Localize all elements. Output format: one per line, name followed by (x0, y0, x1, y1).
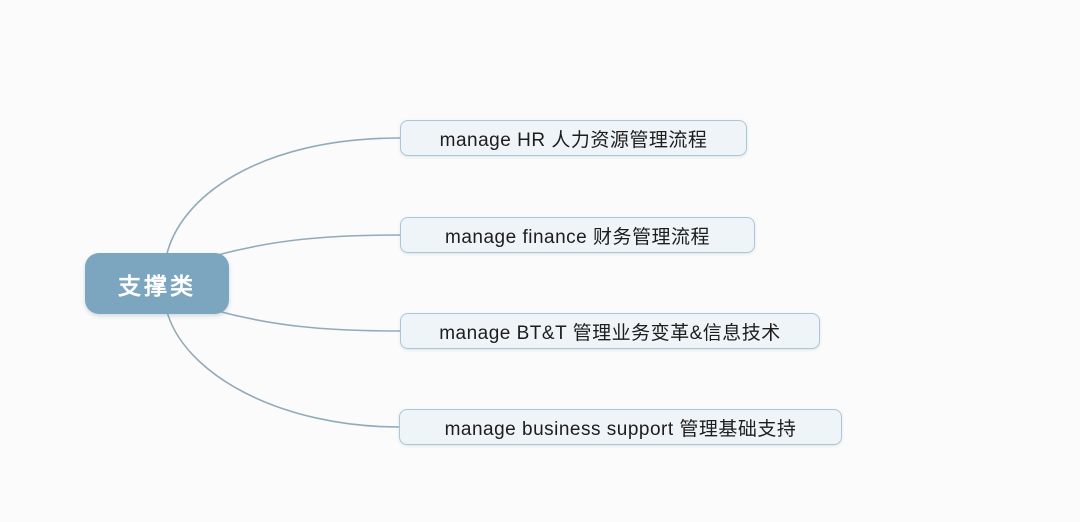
root-topic[interactable]: 支撑类 (85, 253, 229, 314)
topic-manage-btt[interactable]: manage BT&T 管理业务变革&信息技术 (400, 313, 820, 349)
topic-manage-hr[interactable]: manage HR 人力资源管理流程 (400, 120, 747, 156)
topic-manage-finance[interactable]: manage finance 财务管理流程 (400, 217, 755, 253)
connector-root-to-hr (165, 137, 401, 259)
connector-root-to-btt (213, 309, 401, 332)
topic-manage-business-support[interactable]: manage business support 管理基础支持 (399, 409, 842, 445)
connector-root-to-finance (213, 234, 401, 257)
connector-root-to-business-support (165, 307, 400, 428)
